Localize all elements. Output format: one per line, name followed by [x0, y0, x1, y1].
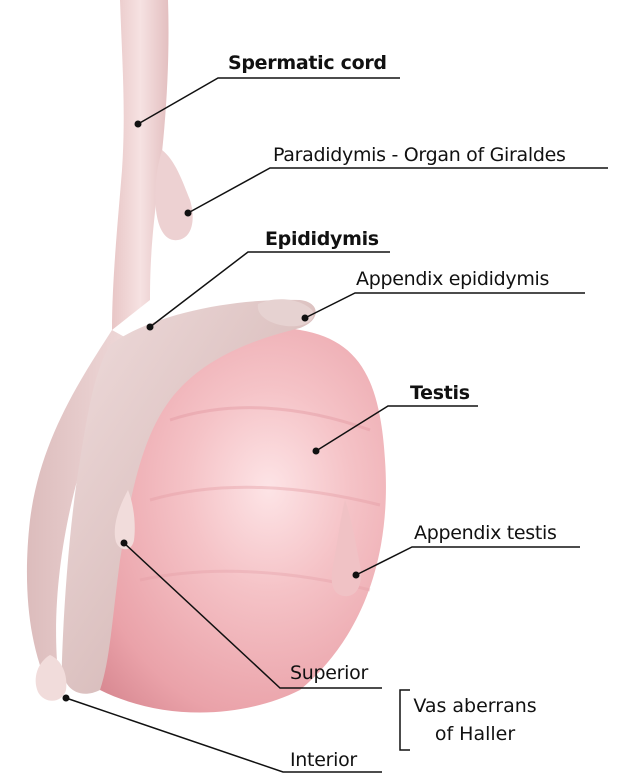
label-vas-aberrans-line2: of Haller	[405, 720, 545, 748]
label-epididymis: Epididymis	[265, 228, 379, 250]
label-appendix-epididymis: Appendix epididymis	[356, 268, 549, 290]
label-interior: Interior	[290, 749, 357, 771]
label-vas-aberrans: Vas aberrans of Haller	[405, 692, 545, 748]
label-superior: Superior	[290, 662, 368, 684]
leader-appendix-testis	[356, 547, 580, 575]
leader-appendix-epididymis	[305, 293, 585, 318]
leader-spermatic-cord	[138, 78, 400, 124]
label-spermatic-cord: Spermatic cord	[228, 52, 387, 74]
leader-paradidymis	[188, 168, 608, 213]
label-testis: Testis	[410, 382, 470, 404]
label-appendix-testis: Appendix testis	[414, 522, 557, 544]
label-vas-aberrans-line1: Vas aberrans	[405, 692, 545, 720]
paradidymis-shape	[155, 150, 192, 240]
label-paradidymis: Paradidymis - Organ of Giraldes	[273, 144, 566, 166]
